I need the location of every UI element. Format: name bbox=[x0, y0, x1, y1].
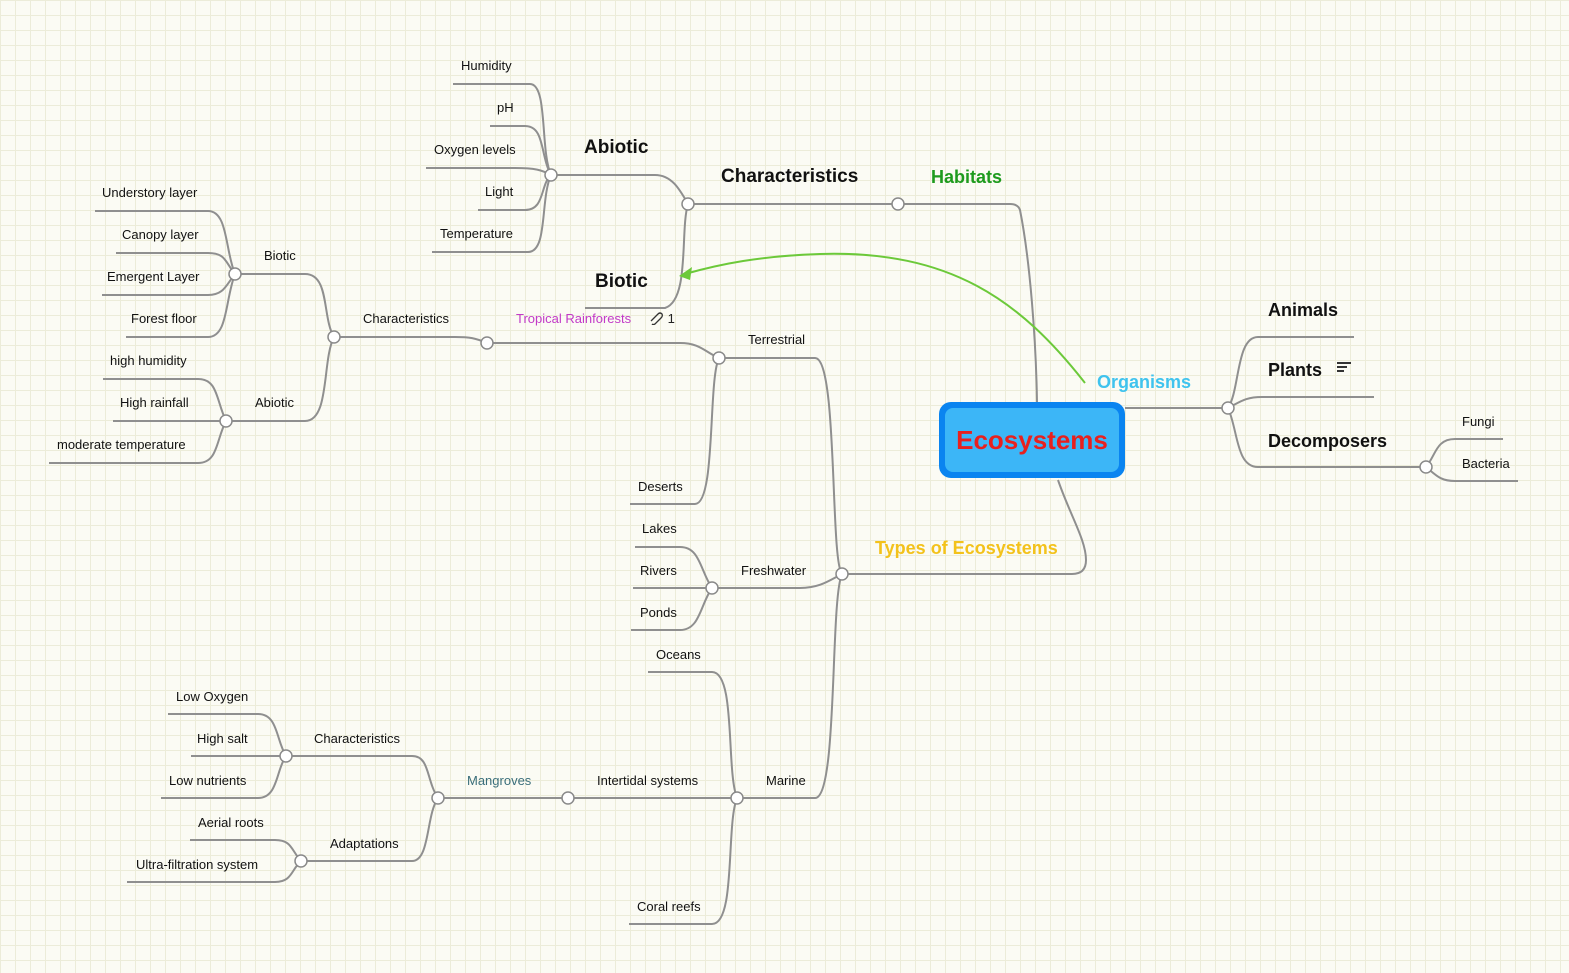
topic-abiotic[interactable]: Abiotic bbox=[584, 137, 649, 158]
connector-types bbox=[842, 479, 1088, 575]
topic-freshwater[interactable]: Freshwater bbox=[741, 563, 807, 578]
topic-tropical-rainforests[interactable]: Tropical Rainforests bbox=[516, 311, 632, 326]
branch-organisms[interactable]: Organisms bbox=[1097, 372, 1192, 392]
notes-icon[interactable] bbox=[1337, 362, 1351, 374]
topic-low-oxygen[interactable]: Low Oxygen bbox=[176, 689, 249, 704]
topic-marine[interactable]: Marine bbox=[766, 773, 806, 788]
topic-mangrove-characteristics[interactable]: Characteristics bbox=[314, 731, 400, 746]
topic-moderate-temperature[interactable]: moderate temperature bbox=[57, 437, 186, 452]
topic-ponds[interactable]: Ponds bbox=[640, 605, 677, 620]
central-topic[interactable]: Ecosystems bbox=[939, 402, 1125, 478]
paperclip-icon bbox=[650, 312, 663, 326]
topic-rainforest-characteristics[interactable]: Characteristics bbox=[363, 311, 449, 326]
topic-light[interactable]: Light bbox=[485, 184, 514, 199]
topic-ultra-filtration-system[interactable]: Ultra-filtration system bbox=[136, 857, 259, 872]
topic-deserts[interactable]: Deserts bbox=[638, 479, 683, 494]
topic-rivers[interactable]: Rivers bbox=[640, 563, 677, 578]
topic-habitats-characteristics[interactable]: Characteristics bbox=[721, 166, 859, 187]
topic-low-nutrients[interactable]: Low nutrients bbox=[169, 773, 247, 788]
topic-fungi[interactable]: Fungi bbox=[1462, 414, 1495, 429]
topic-bacteria[interactable]: Bacteria bbox=[1462, 456, 1510, 471]
topic-temperature[interactable]: Temperature bbox=[440, 226, 513, 241]
attachment-icon[interactable]: 1 bbox=[648, 311, 675, 326]
topic-emergent-layer[interactable]: Emergent Layer bbox=[107, 269, 200, 284]
topic-oxygen-levels[interactable]: Oxygen levels bbox=[434, 142, 516, 157]
topic-aerial-roots[interactable]: Aerial roots bbox=[198, 815, 264, 830]
topic-animals[interactable]: Animals bbox=[1268, 300, 1339, 320]
topic-high-rainfall[interactable]: High rainfall bbox=[120, 395, 189, 410]
topic-forest-floor[interactable]: Forest floor bbox=[131, 311, 197, 326]
topic-understory-layer[interactable]: Understory layer bbox=[102, 185, 198, 200]
topic-plants[interactable]: Plants bbox=[1268, 360, 1323, 380]
branch-habitats[interactable]: Habitats bbox=[931, 167, 1003, 187]
topic-biotic[interactable]: Biotic bbox=[595, 271, 648, 292]
topic-intertidal-systems[interactable]: Intertidal systems bbox=[597, 773, 699, 788]
branch-types-of-ecosystems[interactable]: Types of Ecosystems bbox=[875, 538, 1058, 558]
topic-mangroves[interactable]: Mangroves bbox=[467, 773, 532, 788]
relationship-arrow bbox=[684, 252, 1086, 384]
topic-high-salt[interactable]: High salt bbox=[197, 731, 248, 746]
topic-high-humidity[interactable]: high humidity bbox=[110, 353, 187, 368]
topic-oceans[interactable]: Oceans bbox=[656, 647, 701, 662]
central-topic-title: Ecosystems bbox=[945, 408, 1119, 472]
topic-coral-reefs[interactable]: Coral reefs bbox=[637, 899, 701, 914]
topic-canopy-layer[interactable]: Canopy layer bbox=[122, 227, 199, 242]
topic-adaptations[interactable]: Adaptations bbox=[330, 836, 399, 851]
topic-ph[interactable]: pH bbox=[497, 100, 514, 115]
attachment-count: 1 bbox=[667, 311, 675, 326]
topic-decomposers[interactable]: Decomposers bbox=[1268, 431, 1388, 451]
topic-rainforest-biotic[interactable]: Biotic bbox=[264, 248, 296, 263]
topic-terrestrial[interactable]: Terrestrial bbox=[748, 332, 806, 347]
topic-humidity[interactable]: Humidity bbox=[461, 58, 512, 73]
topic-rainforest-abiotic[interactable]: Abiotic bbox=[255, 395, 295, 410]
topic-lakes[interactable]: Lakes bbox=[642, 521, 677, 536]
connector-habitats bbox=[898, 203, 1038, 403]
